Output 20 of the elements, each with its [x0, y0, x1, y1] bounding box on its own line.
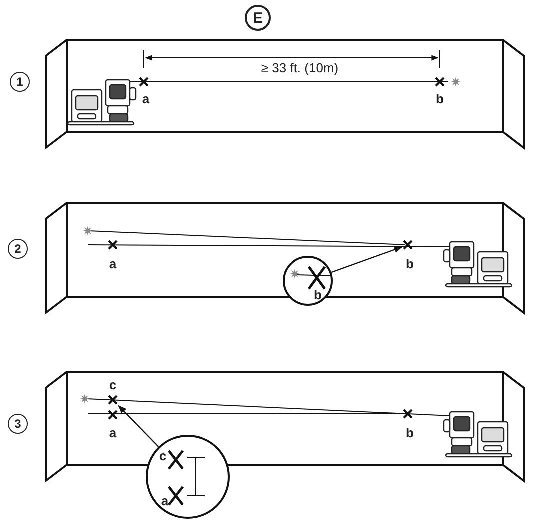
x-mark: [108, 395, 118, 405]
point-label: a: [109, 258, 117, 270]
magnifier-circle: [283, 256, 333, 306]
distance-label: ≥ 33 ft. (10m): [261, 62, 339, 74]
point-label: b: [314, 288, 322, 302]
step-number: 2: [8, 239, 28, 259]
point-label: c: [159, 450, 167, 462]
arrow: [331, 246, 403, 274]
step-number: 3: [8, 414, 28, 434]
step-number: E: [245, 5, 271, 31]
point-label: a: [161, 494, 169, 508]
step-number: 1: [10, 72, 30, 92]
point-label: a: [109, 426, 117, 440]
point-label: b: [406, 426, 414, 440]
point-label: c: [109, 378, 117, 392]
point-label: a: [142, 92, 150, 106]
point-label: b: [436, 92, 444, 106]
point-label: b: [406, 258, 414, 270]
arrow: [118, 405, 160, 448]
x-mark: [403, 240, 413, 250]
